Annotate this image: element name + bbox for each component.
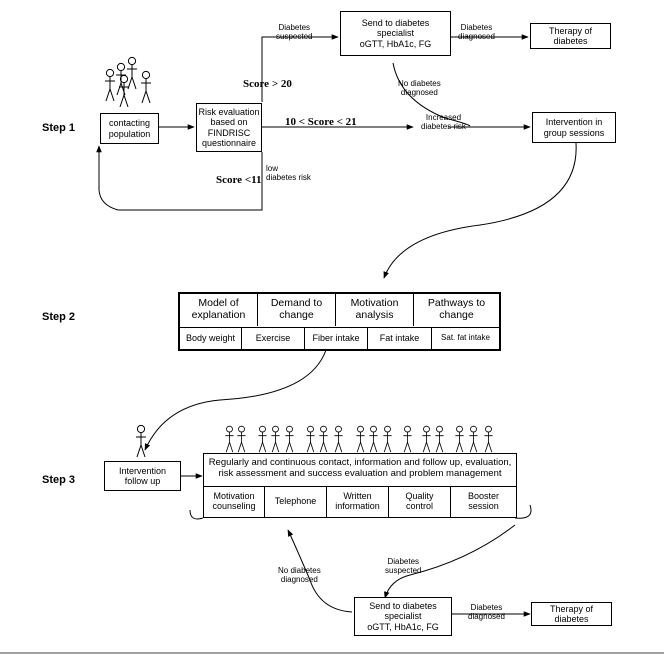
stick-figure-person-icon	[224, 425, 494, 453]
step2-top-cell: Pathways to change	[427, 297, 486, 321]
score-gt20-label: Score > 20	[243, 78, 292, 90]
score-lt11-label: Score <11	[216, 174, 262, 186]
step2-top-cell: Motivation analysis	[336, 294, 414, 326]
stick-figure-person-icon	[333, 425, 344, 453]
stick-figure-person-icon	[402, 425, 413, 453]
no-diabetes-diagnosed-label: No diabetes diagnosed	[278, 566, 321, 585]
step3-bottom-cell: Booster session	[467, 491, 500, 511]
stick-figure-person-icon	[224, 425, 235, 453]
intervention-followup-box: Intervention follow up	[104, 461, 181, 491]
diabetes-suspected-label: Diabetes suspected	[385, 557, 422, 576]
stick-figure-person-icon	[434, 425, 445, 453]
send-specialist-box: Send to diabetes specialist oGTT, HbA1c,…	[354, 597, 452, 636]
stick-figure-person-icon	[454, 425, 465, 453]
step-2-label: Step 2	[42, 311, 76, 323]
stick-figure-person-icon	[421, 425, 432, 453]
no-diabetes-diagnosed-label: No diabetes diagnosed	[398, 79, 441, 98]
increased-risk-label: Increased diabetes risk	[421, 113, 466, 132]
step2-top-cell: Model of explanation	[180, 294, 258, 326]
step2-bottom-cell: Exercise	[242, 328, 305, 349]
stick-figure-person-icon	[270, 425, 281, 453]
step3-bottom-cell: Motivation counseling	[204, 487, 265, 517]
stick-figure-person-icon	[257, 425, 268, 453]
step2-bottom-cell: Fiber intake	[305, 328, 368, 349]
stick-figure-person-icon	[468, 425, 479, 453]
diabetes-diagnosed-label: Diabetes diagnosed	[468, 603, 505, 622]
diabetes-suspected-label: Diabetes suspected	[276, 23, 313, 42]
step3-bottom-cell: Telephone	[265, 487, 327, 517]
step2-bottom-cell: Fat intake	[368, 328, 432, 349]
step3-main-text: Regularly and continuous contact, inform…	[208, 457, 512, 479]
step-1-label: Step 1	[42, 122, 76, 134]
stick-figure-person-icon	[236, 425, 247, 453]
therapy-box: Therapy of diabetes	[530, 23, 611, 49]
step2-bottom-cell: Body weight	[180, 328, 242, 349]
stick-figure-person-icon	[483, 425, 494, 453]
step3-connectors	[0, 473, 664, 654]
step-3-label: Step 3	[42, 474, 76, 486]
stick-figure-person-icon	[368, 425, 379, 453]
stick-figure-person-icon	[355, 425, 366, 453]
stick-figure-person-icon	[135, 424, 147, 458]
therapy-box: Therapy of diabetes	[531, 602, 612, 626]
stick-figure-person-icon	[284, 425, 295, 453]
step2-framework: Model of explanation Demand to change Mo…	[178, 292, 501, 351]
contacting-population-box: contacting population	[100, 113, 159, 144]
score-mid-label: 10 < Score < 21	[285, 116, 357, 128]
step3-bottom-cell: Quality control	[389, 487, 451, 517]
step3-framework: Regularly and continuous contact, inform…	[203, 453, 517, 518]
step1-connectors	[96, 34, 577, 451]
risk-evaluation-box: Risk evaluation based on FINDRISC questi…	[196, 103, 262, 152]
stick-figure-person-icon	[305, 425, 316, 453]
step3-bottom-cell: Written information	[327, 487, 389, 517]
intervention-group-box: Intervention in group sessions	[532, 112, 616, 143]
stick-figure-person-icon	[318, 425, 329, 453]
step2-top-cell: Demand to change	[258, 294, 336, 326]
stick-figure-person-icon	[382, 425, 393, 453]
stick-figure-person-icon	[104, 56, 152, 108]
send-specialist-box: Send to diabetes specialist oGTT, HbA1c,…	[340, 11, 451, 56]
step2-bottom-cell: Sat. fat intake	[441, 333, 490, 343]
low-risk-label: low diabetes risk	[266, 164, 311, 183]
diabetes-diagnosed-label: Diabetes diagnosed	[458, 23, 495, 42]
